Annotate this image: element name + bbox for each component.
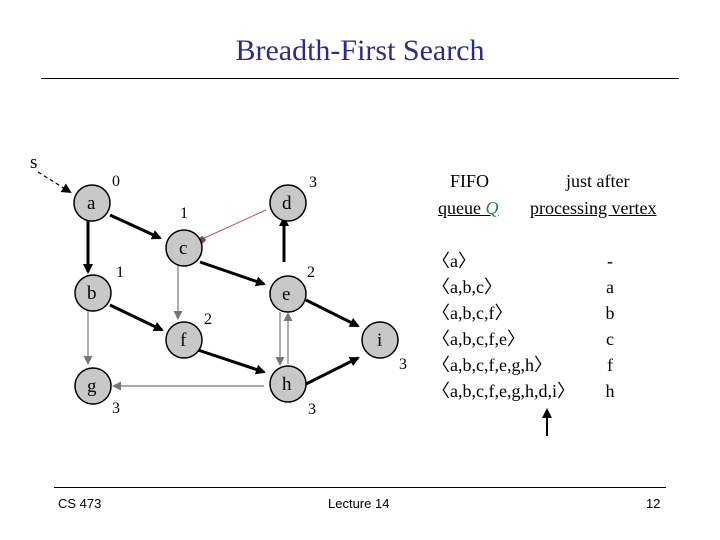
edge-e-i <box>305 298 360 328</box>
node-b: b <box>74 274 112 312</box>
edge-b-f <box>109 303 164 332</box>
source-label: s <box>30 152 37 173</box>
dist-c: 1 <box>180 205 188 222</box>
vertex-column: - a b c f h <box>600 248 620 404</box>
queue-header-line2: queue Q <box>438 195 498 221</box>
edge-c-e <box>199 260 266 287</box>
node-e-label: e <box>282 284 290 305</box>
footer-lecture: Lecture 14 <box>328 496 390 511</box>
vertex-row: f <box>607 355 613 375</box>
slide-title: Breadth-First Search <box>235 34 485 67</box>
vertex-row: - <box>607 251 613 271</box>
queue-header-line1: FIFO <box>450 171 490 191</box>
queue-column: 〈a〉 〈a,b,c〉 〈a,b,c,f〉 〈a,b,c,f,e〉 〈a,b,c… <box>432 248 575 404</box>
node-i: i <box>361 321 399 359</box>
edge-c-d <box>199 209 267 241</box>
dist-i: 3 <box>399 356 407 373</box>
dist-e: 2 <box>307 264 315 281</box>
footer-page-number: 12 <box>646 496 661 511</box>
dist-b: 1 <box>116 264 124 281</box>
dist-d: 3 <box>309 174 317 191</box>
node-f-label: f <box>180 330 187 351</box>
vertex-row: b <box>605 303 615 323</box>
queue-symbol: Q <box>485 198 499 218</box>
node-d: d <box>269 184 307 222</box>
queue-row: 〈a〉 <box>432 251 476 271</box>
vertex-row: a <box>606 277 614 297</box>
queue-row: 〈a,b,c,f,e,g,h,d,i〉 <box>432 381 575 401</box>
vertex-header-line1: just after <box>566 171 630 191</box>
dist-f: 2 <box>204 311 212 328</box>
node-a: a <box>73 184 111 222</box>
node-c-label: c <box>179 238 187 259</box>
edge-f-h <box>197 348 266 375</box>
source-arrow <box>37 171 72 194</box>
node-g: g <box>74 367 112 405</box>
dist-h: 3 <box>308 401 316 418</box>
queue-row: 〈a,b,c,f,e,g,h〉 <box>432 355 552 375</box>
vertex-row: h <box>605 381 615 401</box>
node-b-label: b <box>87 283 97 304</box>
node-d-label: d <box>282 193 292 214</box>
title-divider <box>41 78 679 79</box>
node-e: e <box>269 275 307 313</box>
node-a-label: a <box>87 193 96 214</box>
queue-row: 〈a,b,c,f〉 <box>432 303 513 323</box>
queue-header-prefix: queue <box>438 198 486 218</box>
footer-course: CS 473 <box>58 496 102 511</box>
edge-h-i <box>305 356 360 386</box>
dist-a: 0 <box>112 173 120 190</box>
vertex-header-line2: processing vertex <box>530 198 657 218</box>
node-i-label: i <box>377 330 382 351</box>
node-h: h <box>269 365 307 403</box>
vertex-row: c <box>606 329 614 349</box>
queue-row: 〈a,b,c,f,e〉 <box>432 329 525 349</box>
edge-a-c <box>109 213 162 240</box>
dist-g: 3 <box>112 400 120 417</box>
footer-divider <box>54 487 666 488</box>
node-f: f <box>165 321 203 359</box>
queue-row: 〈a,b,c〉 <box>432 277 502 297</box>
node-c: c <box>165 229 203 267</box>
node-h-label: h <box>282 374 292 395</box>
node-g-label: g <box>87 376 97 397</box>
